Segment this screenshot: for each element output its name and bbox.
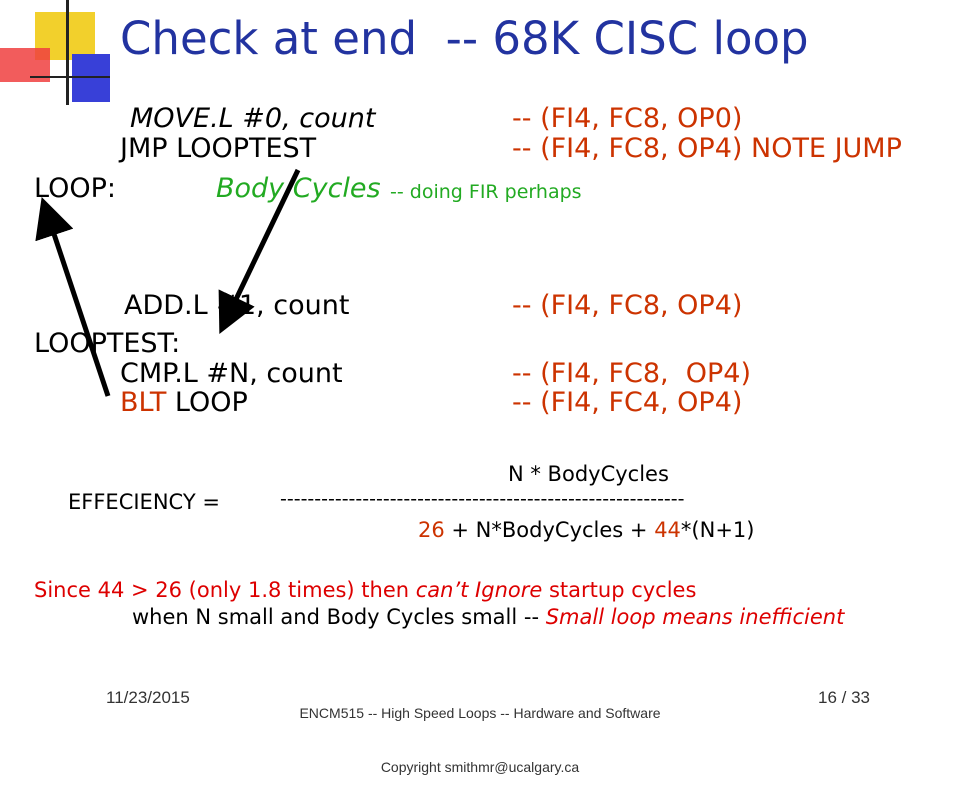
denominator-26: 26 [418, 518, 445, 542]
note-1a: Since 44 > 26 (only 1.8 times) then [34, 578, 416, 602]
move-comment: -- (FI4, FC8, OP0) [512, 103, 743, 134]
footer-course-line2: Copyright smithmr@ucalgary.ca [380, 759, 580, 775]
denominator-end: *(N+1) [680, 518, 755, 542]
jmp-comment: -- (FI4, FC8, OP4) NOTE JUMP [512, 133, 902, 164]
note-2a: when N small and Body Cycles small -- [132, 605, 546, 629]
add-comment: -- (FI4, FC8, OP4) [512, 290, 743, 321]
blt-comment: -- (FI4, FC4, OP4) [512, 387, 743, 418]
note-2b: Small loop means inefficient [545, 605, 845, 629]
efficiency-divider: ----------------------------------------… [280, 488, 685, 510]
efficiency-label: EFFECIENCY = [68, 490, 220, 514]
move-instruction: MOVE.L #0, count [130, 103, 376, 134]
slide-title: Check at end -- 68K CISC loop [120, 12, 809, 65]
deco-blue-square [72, 54, 110, 102]
note-1b: can’t Ignore [415, 578, 543, 602]
body-comment: -- doing FIR perhaps [384, 181, 582, 203]
note-1c: startup cycles [542, 578, 697, 602]
efficiency-numerator: N * BodyCycles [508, 462, 669, 486]
deco-horizontal-line [30, 76, 110, 78]
jmp-instruction: JMP LOOPTEST [120, 133, 317, 164]
body-cycles: Body Cycles [216, 173, 381, 204]
looptest-label: LOOPTEST: [34, 328, 181, 359]
efficiency-denominator: 26 + N*BodyCycles + 44*(N+1) [418, 518, 754, 542]
note-line-2: when N small and Body Cycles small -- Sm… [132, 605, 844, 629]
arrow-blt-to-loop [35, 197, 111, 397]
blt-target: LOOP [166, 387, 248, 418]
cmp-comment: -- (FI4, FC8, OP4) [512, 358, 751, 389]
note-line-1: Since 44 > 26 (only 1.8 times) then can’… [34, 578, 696, 602]
blt-opcode: BLT [120, 387, 167, 418]
footer-date: 11/23/2015 [106, 688, 190, 707]
denominator-44: 44 [654, 518, 681, 542]
footer-course: ENCM515 -- High Speed Loops -- Hardware … [0, 668, 960, 794]
cmp-instruction: CMP.L #N, count [120, 358, 343, 389]
deco-vertical-line [66, 0, 69, 105]
blt-line: BLT LOOP [120, 388, 248, 418]
flow-arrows [35, 168, 301, 397]
footer-page-number: 16 / 33 [818, 688, 870, 707]
denominator-mid: + N*BodyCycles + [444, 518, 655, 542]
footer-course-line1: ENCM515 -- High Speed Loops -- Hardware … [299, 705, 661, 721]
arrow-jmp-to-looptest [218, 168, 301, 335]
